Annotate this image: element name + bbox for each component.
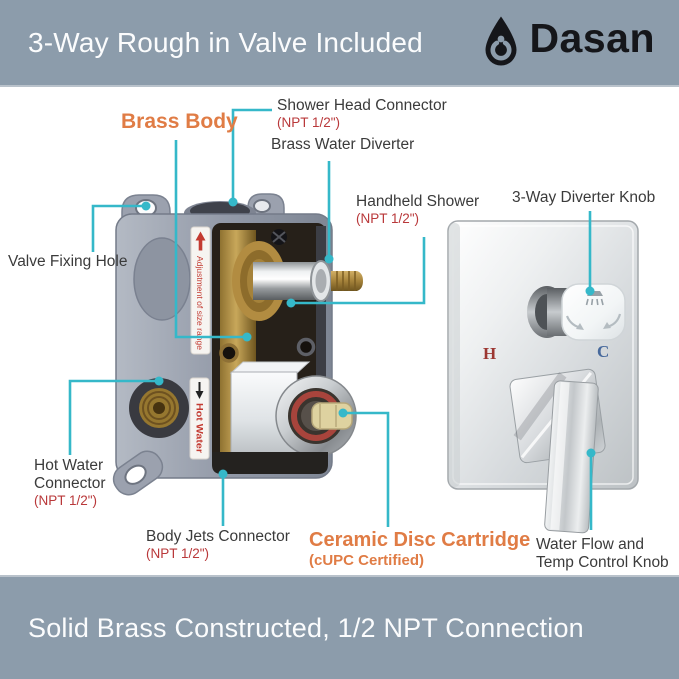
callout-line-shower-head [231,108,272,198]
hot-marking: H [483,344,497,363]
label-text-line1: Hot Water [34,457,104,474]
hot-water-strip-text: Hot Water [194,403,205,453]
label-spec: (NPT 1/2") [146,546,210,561]
rotation-arrows [565,313,622,330]
callout-line-valve-fixing-hole [91,204,143,252]
label-text: Ceramic Disc Cartridge [309,529,531,551]
label-diverter-knob: 3-Way Diverter Knob [512,189,656,206]
callout-lines [68,108,593,530]
top-banner: 3-Way Rough in Valve Included Dasan [0,0,679,87]
valve-fixing-ear-bottom [112,450,164,496]
label-body-jets-connector: Body Jets Connector (NPT 1/2") [146,528,290,562]
callout-dots [141,197,596,479]
callout-line-handheld-shower [295,237,426,305]
valve-front-boss [133,237,191,321]
label-control-knob: Water Flow and Temp Control Knob [536,536,669,572]
hot-water-label-strip: Hot Water [189,377,210,460]
label-valve-fixing-hole: Valve Fixing Hole [8,253,128,270]
label-hot-water-connector: Hot Water Connector (NPT 1/2") [34,457,106,509]
shower-trim-plate [447,220,639,534]
label-spec: (NPT 1/2") [356,211,420,226]
label-brass-water-diverter: Brass Water Diverter [271,136,415,153]
label-text-line2: Connector [34,475,106,492]
label-text-line2: Temp Control Knob [536,554,669,571]
label-spec: (NPT 1/2") [34,493,98,508]
ceramic-cartridge [275,375,357,457]
label-text: Shower Head Connector [277,97,447,114]
callout-line-brass-body [174,140,243,339]
top-banner-title: 3-Way Rough in Valve Included [28,26,423,58]
bottom-banner-title: Solid Brass Constructed, 1/2 NPT Connect… [28,612,584,643]
brass-water-diverter-stem [232,241,363,321]
label-shower-head-connector: Shower Head Connector (NPT 1/2") [277,97,447,131]
callout-line-hot-water [68,379,155,455]
water-drop-icon [485,16,517,66]
label-text: Body Jets Connector [146,528,290,545]
label-brass-body: Brass Body [121,110,238,133]
callout-line-ceramic [347,411,390,527]
brand-name: Dasan [529,14,655,61]
brand-logo: Dasan [483,15,655,67]
rough-in-valve: Adjustment of size range Hot Water [112,193,363,496]
cold-marking: C [597,342,610,361]
body-jets-base [212,452,328,474]
adjustment-range-label: Adjustment of size range [190,226,211,355]
label-ceramic-cartridge: Ceramic Disc Cartridge (cUPC Certified) [309,529,530,570]
label-text: Handheld Shower [356,193,480,210]
label-spec: (cUPC Certified) [309,552,425,569]
label-text-line1: Water Flow and [536,536,644,553]
bottom-banner: Solid Brass Constructed, 1/2 NPT Connect… [0,575,679,679]
control-lever [509,368,606,534]
label-spec: (NPT 1/2") [277,115,341,130]
adjustment-range-text: Adjustment of size range [195,256,204,351]
hot-water-port [129,378,189,438]
chrome-cube [229,361,311,461]
label-handheld-shower: Handheld Shower (NPT 1/2") [356,193,479,227]
diverter-knob [527,283,626,341]
